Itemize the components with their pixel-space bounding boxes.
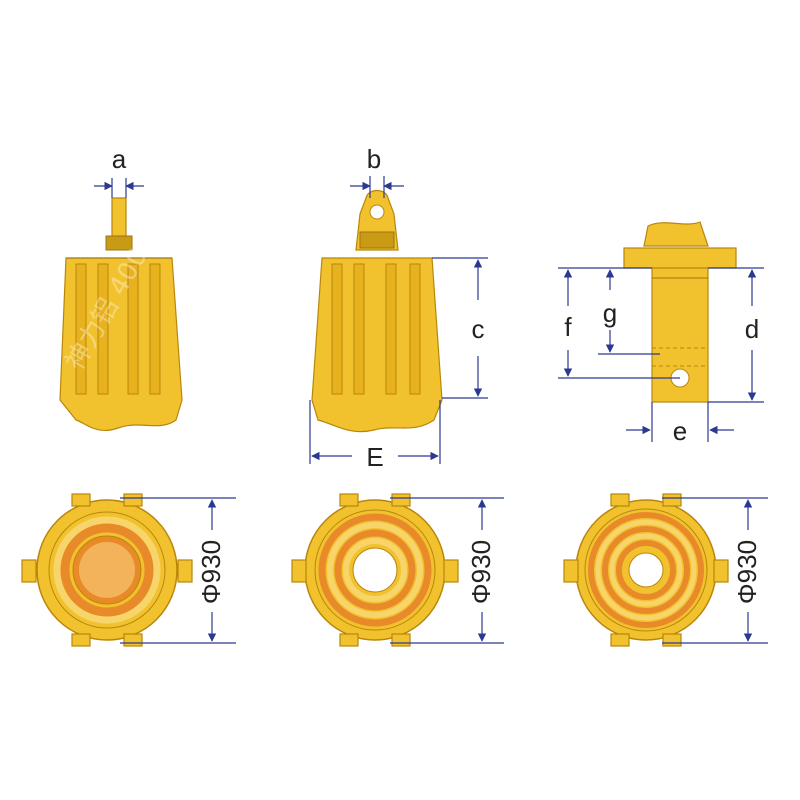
diameter-label-2: Φ930	[466, 540, 496, 604]
lug-base	[359, 231, 395, 249]
dimension-e: e	[626, 402, 734, 446]
dimension-diameter-1: Φ930	[120, 497, 236, 644]
dimension-f: f	[558, 267, 680, 379]
top-view-3	[563, 493, 729, 647]
top-view-2	[291, 493, 459, 647]
gripper-lug	[311, 189, 443, 433]
dimension-b: b	[350, 144, 404, 198]
label-f: f	[564, 312, 572, 342]
label-g: g	[603, 298, 617, 328]
label-c: c	[472, 314, 485, 344]
lug-hole	[369, 204, 385, 220]
dimension-g: g	[598, 269, 660, 355]
dimension-c: c	[432, 257, 488, 399]
label-e: e	[673, 416, 687, 446]
dimension-d: d	[708, 267, 764, 403]
label-b: b	[367, 144, 381, 174]
gripper-ribs-2	[331, 263, 421, 395]
flat-bar-hanger	[111, 197, 127, 241]
label-E: E	[366, 442, 383, 472]
gripper-flat-bar	[59, 197, 183, 432]
label-a: a	[112, 144, 127, 174]
upper-stub	[643, 221, 709, 247]
top-view-1	[21, 493, 193, 647]
hanger-clamp	[105, 235, 133, 251]
diameter-label-3: Φ930	[732, 540, 762, 604]
shaft-part	[623, 221, 737, 403]
diameter-label-1: Φ930	[196, 540, 226, 604]
dimension-a: a	[94, 144, 144, 198]
label-d: d	[745, 314, 759, 344]
dimension-diameter-2: Φ930	[390, 497, 504, 644]
dimension-diameter-3: Φ930	[662, 497, 768, 644]
gripper-ribs	[75, 263, 161, 395]
flange-plate	[623, 247, 737, 269]
dimension-E: E	[309, 400, 441, 472]
